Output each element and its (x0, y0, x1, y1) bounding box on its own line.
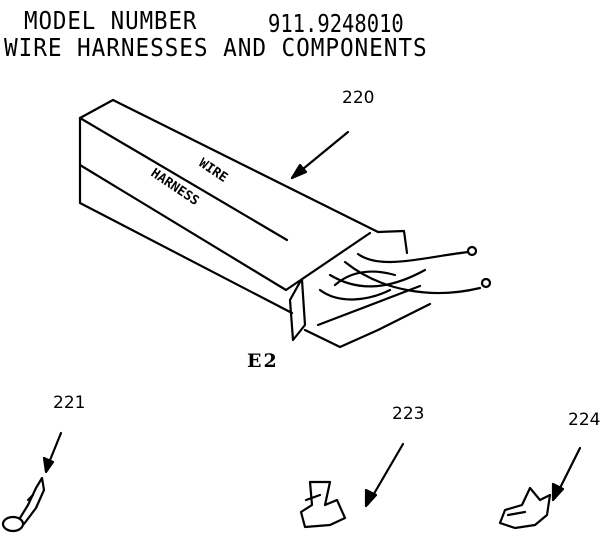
spade-terminal-223 (299, 442, 405, 529)
model-number-value: 911.9248010 (268, 9, 404, 38)
wire-harness-box (78, 98, 492, 349)
part-number-220: 220 (342, 88, 375, 108)
arrow-220 (290, 130, 350, 180)
box-label-line1: WIRE (196, 156, 230, 186)
ring-terminal-221 (1, 431, 63, 533)
spade-terminal-224 (498, 446, 582, 530)
diagram-header: MODEL NUMBER 911.9248010 WIRE HARNESSES … (0, 0, 608, 80)
part-number-221: 221 (53, 393, 86, 413)
part-number-224: 224 (568, 410, 601, 430)
figure-id: E2 (247, 350, 279, 372)
part-number-223: 223 (392, 404, 425, 424)
diagram-title: WIRE HARNESSES AND COMPONENTS (4, 33, 428, 62)
box-label-line2: HARNESS (148, 166, 202, 209)
model-number-label: MODEL NUMBER (24, 6, 198, 35)
